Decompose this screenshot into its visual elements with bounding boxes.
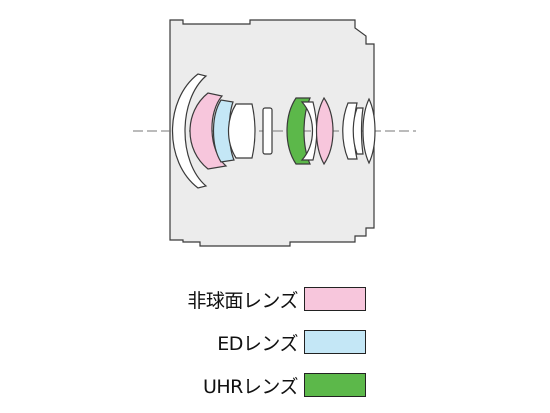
- lens-element-11: [362, 97, 376, 165]
- lens-element-5: [262, 107, 273, 155]
- lens-element-10: [352, 107, 364, 155]
- lens-element-8-aspherical: [315, 96, 334, 166]
- lens-element-7: [300, 101, 318, 161]
- lens-element-2-aspherical: [189, 92, 228, 170]
- lens-element-3-ed: [212, 99, 235, 163]
- lens-element-1: [172, 73, 208, 189]
- lens-element-6-uhr: [286, 97, 311, 165]
- lens-element-4: [227, 103, 256, 159]
